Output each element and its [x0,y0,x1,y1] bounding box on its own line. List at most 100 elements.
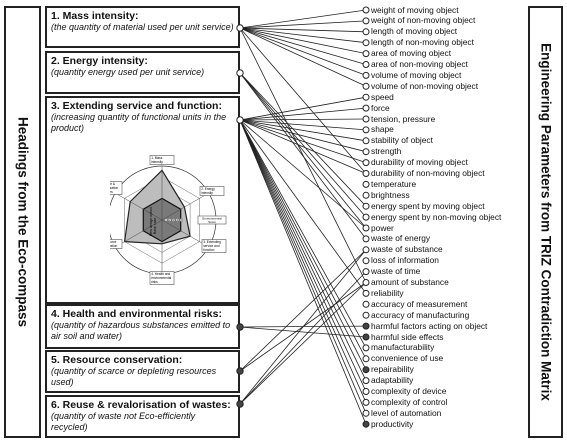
heading-title: 5. Resource conservation: [51,354,183,366]
parameter-label: reliability [371,287,404,298]
parameter-connector-dot [362,235,370,243]
parameter-label: temperature [371,178,417,189]
heading-connector-dot [236,69,244,77]
scale-tick-label: 1 [165,218,167,222]
parameter-connector-dot [362,311,370,319]
connection-line [239,119,367,403]
scale-tick-marker [164,218,168,222]
scale-tick-marker [179,218,183,222]
parameter-label: energy spent by moving object [371,200,485,211]
parameter-connector-dot [362,279,370,286]
connection-line [239,27,367,87]
heading-connector-dot [236,116,244,124]
center-label-new-design: New design option [149,207,153,236]
scale-tick-label: 4 [177,218,179,222]
parameter-connector-dot [362,61,370,68]
parameter-label: speed [371,91,394,102]
heading-health-risks: 4. Health and environmental risks: (quan… [45,304,240,349]
parameter-connector-dot [362,409,370,417]
connection-line [239,27,367,54]
parameter-label: loss of information [371,255,439,266]
parameter-label: brightness [371,189,410,200]
scale-tick-label: 2 [169,218,171,222]
parameter-label: durability of moving object [371,157,468,168]
heading-connector-dot [236,400,244,408]
scale-tick-label: 5 [180,218,182,222]
connection-line [239,9,367,29]
heading-title: 3. Extending service and function: [51,100,222,112]
connection-line [239,27,367,283]
right-title-panel: Engineering Parameters from TRIZ Contrad… [528,6,563,438]
connection-line [239,119,367,153]
axis-label: 4. Health and [151,272,170,276]
heading-title: 2. Energy intensity: [51,55,148,67]
axis-label-box [149,271,175,285]
radar-axis [161,219,209,248]
parameter-label: length of non-moving object [371,37,474,48]
parameter-connector-dot [362,191,370,199]
parameter-connector-dot [362,257,370,265]
parameter-connector-dot [362,268,370,276]
parameter-label: force [371,102,390,113]
connection-line [239,119,367,142]
connection-line [239,119,367,131]
heading-mass-intensity: 1. Mass intensity: (the quantity of mate… [45,6,240,48]
axis-label: conservation [110,244,118,248]
parameter-connector-dot [362,82,370,90]
connection-line [239,72,367,207]
parameter-connector-dot [362,39,370,47]
heading-description: (quantity of waste not Eco-efficiently r… [51,411,196,432]
heading-connector-dot [236,24,244,32]
axis-label-box [110,239,123,249]
parameter-label: volume of moving object [371,69,462,80]
connection-line [239,271,367,405]
connection-line [239,72,367,218]
axis-label: 5. Resource [110,240,117,244]
parameter-connector-dot [362,126,370,134]
scale-tick-marker [171,218,176,222]
parameter-connector-dot [362,28,370,36]
parameter-label: convenience of use [371,353,444,364]
heading-description: (quantity of scarce or depleting resourc… [51,366,217,387]
connection-line [239,27,367,44]
heading-description: (the quantity of material used per unit … [51,22,234,32]
parameter-connector-dot [362,50,370,58]
parameter-connector-dot [362,6,370,14]
parameter-label: complexity of device [371,386,447,396]
heading-description: (quantity of hazardous substances emitte… [51,320,231,341]
connection-line [239,119,367,381]
connection-line [239,119,367,174]
parameter-label: energy spent by non-moving object [371,211,502,222]
axis-label-box [199,186,225,196]
axis-label: 3. Extending [203,240,221,244]
connection-line [239,107,367,121]
parameter-label: waste of substance [371,244,443,255]
axis-label: service and [203,244,220,248]
connection-line [239,119,367,370]
parameter-label: harmful side effects [371,331,444,342]
axis-label: of wastes [110,190,113,194]
parameter-label: repairability [371,364,414,375]
axis-label-box [149,155,175,165]
parameter-connector-dot [362,202,370,210]
axis-label: risks [151,280,158,284]
heading-title: 6. Reuse & revalorisation of wastes: [51,399,231,411]
axis-label: environmental [151,276,171,280]
connection-line [239,72,367,229]
parameter-connector-dot [362,71,370,79]
parameter-connector-dot [362,398,370,406]
parameter-label: tension, pressure [371,113,436,124]
connection-line [239,27,367,33]
heading-description: (increasing quantity of functional units… [51,112,227,133]
parameter-label: durability of non-moving object [371,168,485,178]
parameter-connector-dot [362,420,370,428]
parameter-connector-dot [362,355,370,363]
connection-line [239,72,367,240]
environmental-score-label: Environmental [202,217,222,221]
parameter-label: manufacturability [371,342,435,353]
radar-axis [115,219,163,248]
heading-description: (quantity energy used per unit service) [51,67,205,77]
connection-line [239,119,367,349]
